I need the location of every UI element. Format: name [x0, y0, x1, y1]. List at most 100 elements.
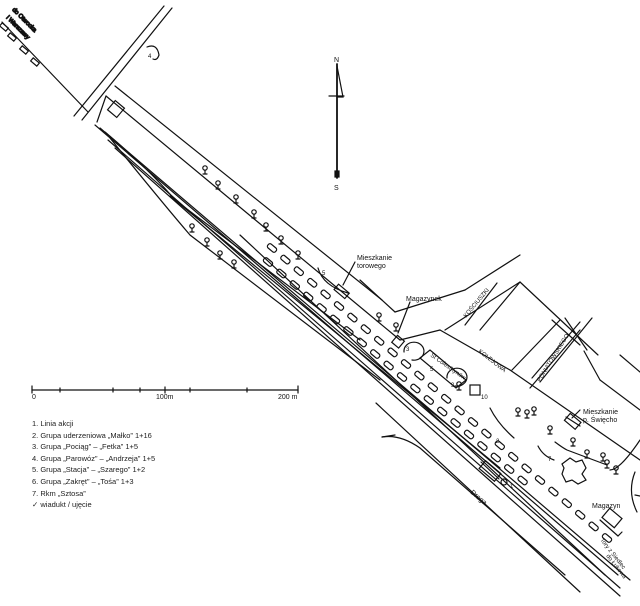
wagon [414, 370, 425, 381]
scale-label-100: 100m [156, 394, 174, 401]
label-mieszkanie-torowego: Mieszkanie [357, 255, 392, 262]
road-poniatowskiego [511, 319, 581, 389]
tree-icon [202, 165, 208, 175]
wagon [574, 509, 586, 520]
label-st-colesthynow: St Colesthynów [429, 353, 467, 382]
wagon [450, 418, 461, 428]
wagon [454, 405, 465, 416]
wagon [343, 326, 354, 336]
marker-7: 7 [548, 457, 552, 463]
road-kolejowa [359, 254, 640, 513]
marker-5: 5 [430, 367, 434, 373]
station-building-small [106, 99, 126, 119]
street-poniatowskiego: PONIATOWSKIEGO [537, 333, 571, 383]
wagon [503, 464, 515, 474]
wagon [387, 347, 398, 358]
wagon [517, 475, 528, 486]
legend-item: 3. Grupa „Pociąg” – „Fetka” 1+5 [32, 442, 139, 452]
marker-1: 1 [510, 484, 514, 490]
wagon [494, 440, 506, 451]
wagon [588, 521, 599, 532]
tree-icon [531, 406, 537, 416]
tree-icon [251, 209, 257, 219]
marker-4: 5 [322, 271, 326, 277]
tree-icon [376, 312, 382, 322]
marker-3a: 3 [406, 347, 410, 353]
wagon [400, 359, 412, 369]
legend-item: 2. Grupa uderzeniowa „Małko” 1+16 [32, 430, 152, 440]
building-magazynek [390, 334, 406, 349]
tree-icon [393, 322, 399, 332]
wagon [396, 372, 408, 382]
railway-tracks [94, 124, 631, 597]
wagon [561, 498, 573, 509]
marker-3b: 3 [451, 383, 455, 389]
wagon [548, 486, 559, 497]
legend-item: 4. Grupa „Parowóz” – „Andrzeja” 1+5 [32, 453, 156, 463]
marker-2: 2 [496, 439, 500, 445]
building-magazyn [601, 507, 623, 529]
tree-icon [547, 425, 553, 435]
wagon [347, 312, 358, 323]
road-droga [375, 402, 581, 593]
wagon [356, 337, 368, 348]
tree-icon [217, 250, 223, 260]
viaduct-road: 4 [73, 5, 173, 121]
label-mieszkanie-swiecho-2: p. Święcho [583, 415, 617, 424]
train-wagons [262, 243, 613, 543]
wagon [521, 463, 532, 474]
road-kosciuszki [464, 281, 521, 331]
building-irregular [561, 457, 587, 485]
wagon [276, 268, 287, 279]
wagon [306, 277, 318, 288]
wagon [410, 383, 421, 394]
wagon [463, 429, 475, 440]
wagon [316, 303, 327, 313]
scale-label-0: 0 [32, 394, 36, 401]
wagon [507, 451, 519, 462]
wagon [302, 291, 314, 302]
legend-item: 5. Grupa „Stacja” – „Szarego” 1+2 [32, 465, 146, 475]
wagon [289, 280, 301, 290]
wagon [369, 349, 381, 359]
tree-icon [204, 237, 210, 247]
wagon [423, 395, 435, 405]
tree-icon [215, 180, 221, 190]
building-mieszkanie-torowego [333, 283, 351, 300]
compass-arrow [328, 63, 345, 179]
street-kolejowa: KOLEJOWA [477, 349, 507, 374]
wagon [329, 314, 341, 325]
legend-item: ✓ wiadukt / ujęcie [32, 500, 92, 510]
wagon [293, 266, 305, 277]
wagon [601, 533, 613, 543]
wagon [534, 475, 546, 485]
tree-icon [600, 452, 606, 462]
scale-label-200: 200 m [278, 394, 298, 401]
group-markers: 5 3 3 5 10 2 1 7 [317, 267, 555, 490]
tree-icon [231, 259, 237, 269]
tree-icon [278, 235, 284, 245]
map-legend: 1. Linia akcji 2. Grupa uderzeniowa „Mał… [32, 418, 155, 511]
tree-icon [263, 222, 269, 232]
wagon [360, 324, 372, 335]
wagon [481, 428, 492, 439]
compass-north: N [334, 57, 339, 64]
wagon [467, 417, 479, 427]
label-magazynek: Magazynek [406, 296, 442, 303]
tree-icon [295, 250, 301, 260]
building-small-10 [469, 384, 481, 396]
svg-text:4: 4 [148, 54, 152, 60]
wagon [262, 257, 274, 267]
wagon [373, 335, 385, 346]
wagon [440, 393, 452, 404]
tree-icon [570, 437, 576, 447]
wagon [490, 452, 502, 463]
label-magazyn: Magazyn [592, 503, 621, 510]
legend-item: 1. Linia akcji [32, 419, 74, 428]
marker-10-label: 10 [481, 395, 488, 401]
legend-item: 6. Grupa „Zakręt” – „Tośa” 1+3 [32, 476, 134, 486]
leader-lines [342, 261, 581, 419]
wagon [477, 441, 488, 451]
scale-labels: 0 100m 200 m [30, 394, 302, 404]
